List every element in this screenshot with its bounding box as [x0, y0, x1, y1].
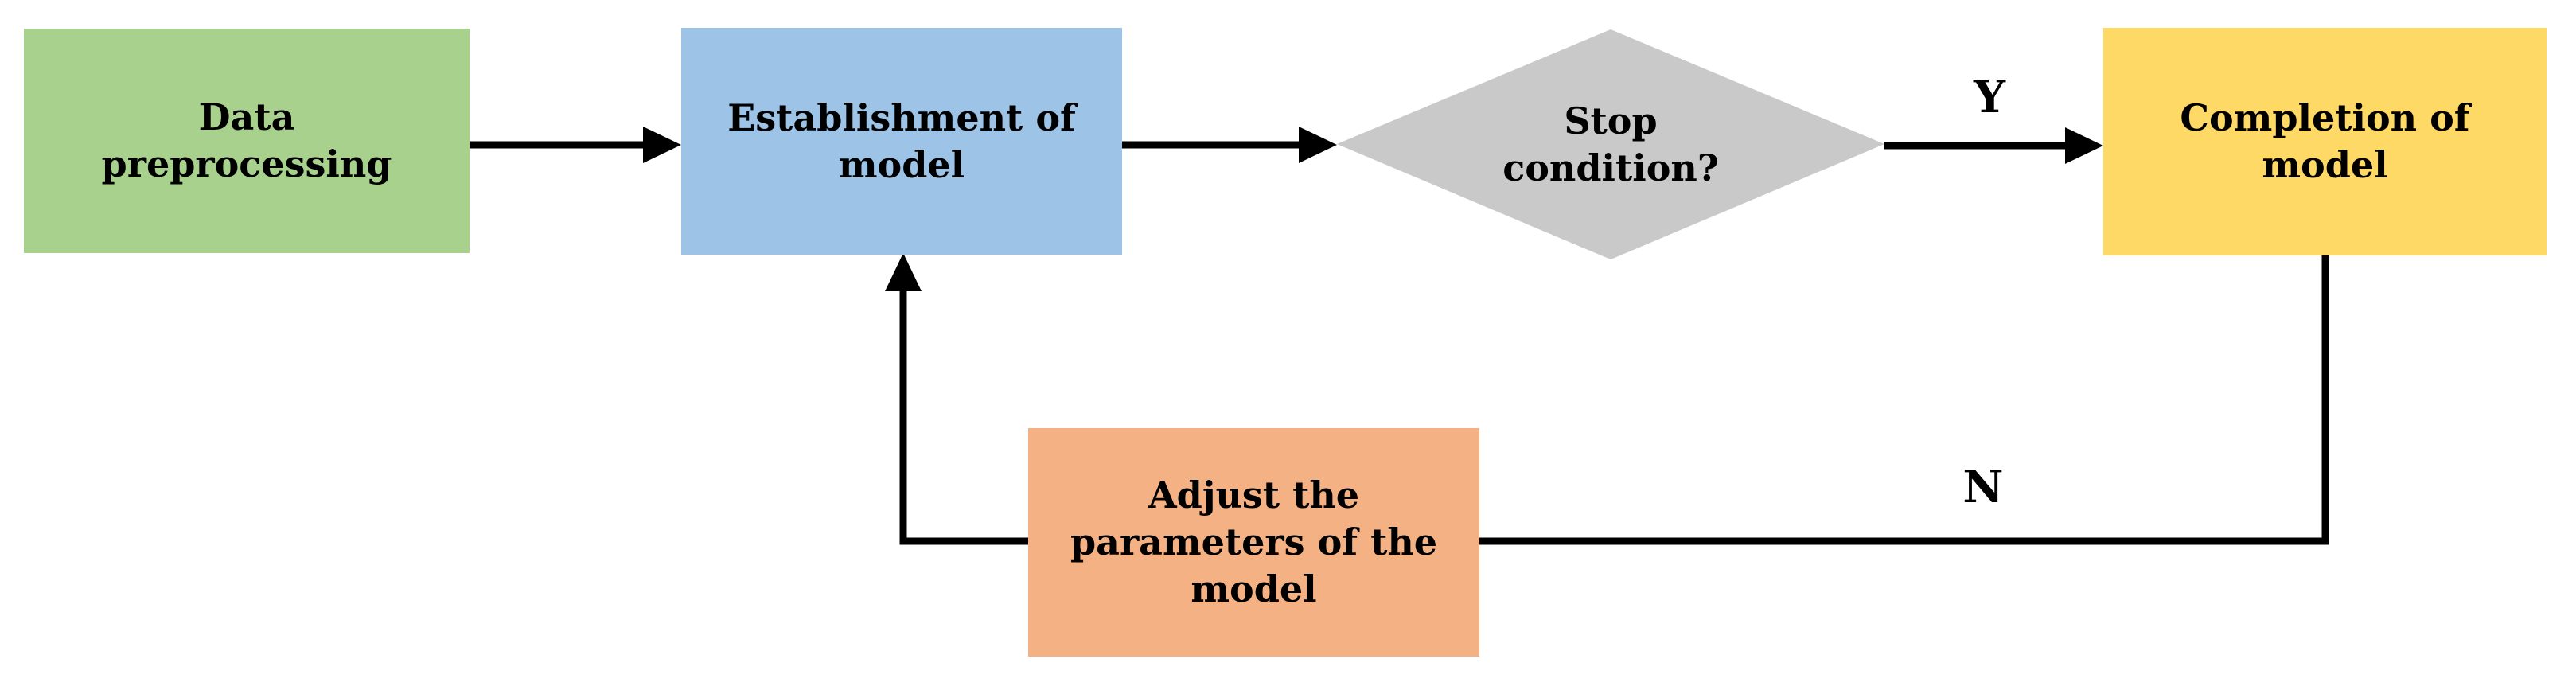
node-completion-of-model: Completion of model: [2103, 28, 2547, 255]
node-completion-of-model-label: Completion of model: [2180, 96, 2470, 186]
arrowhead-into-decision: [1299, 127, 1337, 163]
node-adjust-parameters: Adjust the parameters of the model: [1028, 428, 1479, 657]
node-data-preprocessing-label: Data preprocessing: [101, 95, 392, 185]
node-adjust-parameters-label: Adjust the parameters of the model: [1070, 474, 1438, 610]
node-establishment-of-model-label: Establishment of model: [727, 95, 1076, 186]
edge-lines-group: [470, 141, 2329, 545]
node-stop-condition-label: Stop condition?: [1502, 99, 1719, 189]
arrowheads-group: [643, 127, 2103, 291]
node-data-preprocessing: Data preprocessing: [24, 29, 470, 253]
arrowhead-into-model-bottom: [885, 253, 922, 291]
decision-diamond-shape: [1337, 29, 1884, 259]
node-establishment-of-model: Establishment of model: [681, 28, 1122, 255]
node-stop-condition: Stop condition?: [1337, 29, 1884, 259]
edge-label-yes: Y: [1974, 71, 2005, 123]
edge-completion-to-adjust-line: [1479, 255, 2329, 545]
arrowhead-into-completion: [2065, 127, 2103, 164]
edge-adjust-to-model-line: [899, 290, 1028, 545]
edge-label-no: N: [1962, 461, 2004, 513]
arrowhead-into-model-left: [643, 127, 681, 163]
